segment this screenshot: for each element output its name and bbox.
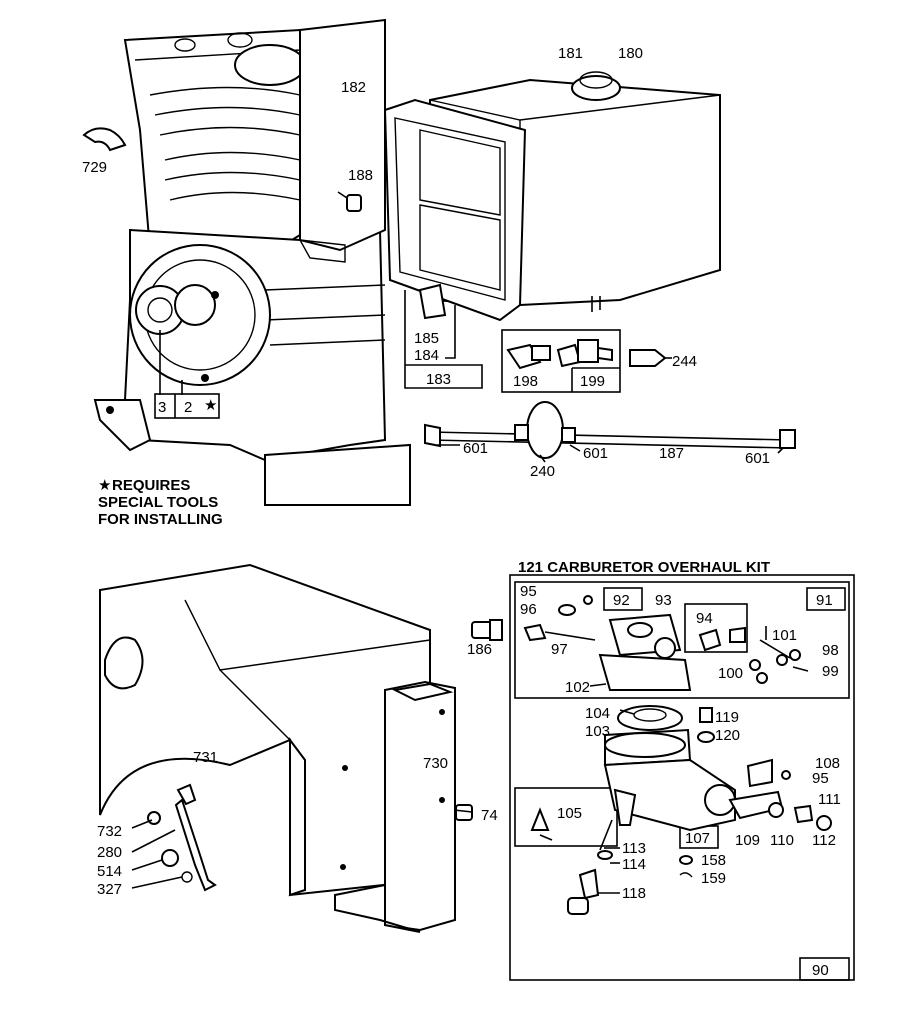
throttle-arm — [147, 783, 217, 892]
callout-181: 181 — [558, 45, 583, 62]
callout-159: 159 — [701, 870, 726, 887]
callout-91: 91 — [816, 592, 833, 609]
part-callouts: 729 181 180 182 188 185 184 183 198 199 … — [82, 45, 841, 979]
callout-111: 111 — [818, 791, 841, 808]
callout-731: 731 — [193, 749, 218, 766]
callout-95-a: 95 — [520, 583, 537, 600]
callout-188: 188 — [348, 167, 373, 184]
fuel-fittings — [501, 329, 667, 393]
callout-182: 182 — [341, 79, 366, 96]
callout-180: 180 — [618, 45, 643, 62]
callout-184: 184 — [414, 347, 439, 364]
callout-186: 186 — [467, 641, 492, 658]
callout-107: 107 — [685, 830, 710, 847]
clip-729 — [82, 127, 127, 152]
note-line-3: FOR INSTALLING — [98, 511, 223, 528]
callout-198: 198 — [513, 373, 538, 390]
callout-183: 183 — [426, 371, 451, 388]
callout-90: 90 — [812, 962, 829, 979]
kit-title: 121 CARBURETOR OVERHAUL KIT — [518, 559, 770, 576]
callout-94: 94 — [696, 610, 713, 627]
callout-244: 244 — [672, 353, 697, 370]
callout-187: 187 — [659, 445, 684, 462]
bolt-188 — [337, 191, 362, 212]
callout-113: 113 — [622, 840, 646, 857]
callout-104: 104 — [585, 705, 610, 722]
blower-housing-panel — [298, 18, 386, 263]
carburetor-kit-box — [509, 574, 855, 981]
callout-2-star: ★ — [204, 397, 217, 414]
callout-105: 105 — [557, 805, 582, 822]
callout-93: 93 — [655, 592, 672, 609]
leader-lines — [131, 330, 809, 894]
callout-101: 101 — [772, 627, 797, 644]
fuel-line-filter — [424, 401, 796, 459]
engine-shroud — [99, 563, 431, 897]
callout-327: 327 — [97, 881, 122, 898]
callout-118: 118 — [622, 885, 646, 902]
callout-185: 185 — [414, 330, 439, 347]
callout-102: 102 — [565, 679, 590, 696]
air-cleaner-frame — [383, 98, 527, 322]
callout-103: 103 — [585, 723, 610, 740]
callout-120: 120 — [715, 727, 740, 744]
callout-74: 74 — [481, 807, 498, 824]
callout-group-183 — [404, 290, 483, 389]
note-line-2: SPECIAL TOOLS — [98, 494, 218, 511]
callout-240: 240 — [530, 463, 555, 480]
callout-158: 158 — [701, 852, 726, 869]
callout-199: 199 — [580, 373, 605, 390]
callout-514: 514 — [97, 863, 122, 880]
callout-110: 110 — [770, 832, 794, 849]
callout-95-b: 95 — [812, 770, 829, 787]
callout-96: 96 — [520, 601, 537, 618]
callout-92: 92 — [613, 592, 630, 609]
carburetor-body — [530, 705, 832, 915]
callout-108: 108 — [815, 755, 840, 772]
callout-99: 99 — [822, 663, 839, 680]
callout-732: 732 — [97, 823, 122, 840]
bracket-730 — [334, 680, 473, 933]
callout-601-a: 601 — [463, 440, 488, 457]
callout-112: 112 — [812, 832, 836, 849]
callout-730: 730 — [423, 755, 448, 772]
callout-729: 729 — [82, 159, 107, 176]
fitting-186 — [471, 619, 503, 641]
callout-2: 2 — [184, 399, 192, 416]
callout-97: 97 — [551, 641, 568, 658]
callout-3: 3 — [158, 399, 166, 416]
note-star: ★ — [98, 477, 111, 494]
callout-280: 280 — [97, 844, 122, 861]
callout-119: 119 — [715, 709, 739, 726]
note-line-1: REQUIRES — [112, 477, 190, 494]
callout-114: 114 — [622, 856, 646, 873]
callout-109: 109 — [735, 832, 760, 849]
callout-98: 98 — [822, 642, 839, 659]
callout-601-c: 601 — [745, 450, 770, 467]
carburetor-kit-parts — [523, 595, 801, 691]
callout-601-b: 601 — [583, 445, 608, 462]
callout-100: 100 — [718, 665, 743, 682]
engine-block — [93, 28, 411, 506]
